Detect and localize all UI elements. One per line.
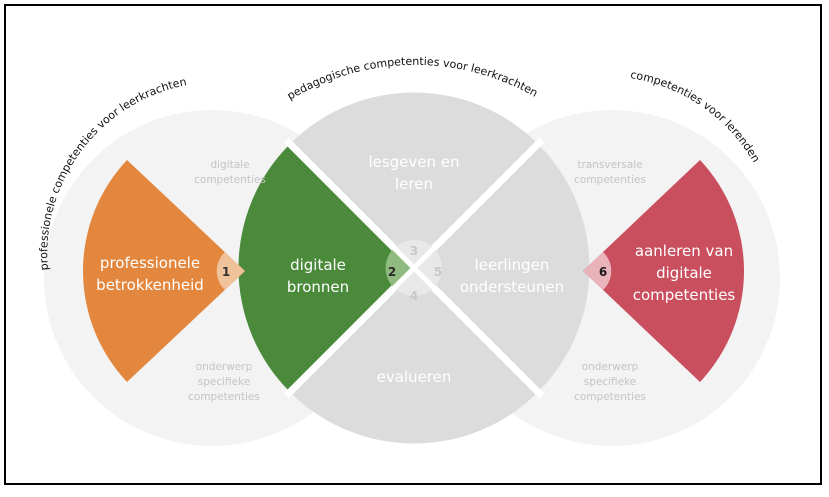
area-6-label-line1: aanleren van <box>635 242 733 260</box>
left-bottom-label-2: specifieke <box>198 376 251 388</box>
area-1-label-line2: betrokkenheid <box>96 276 204 294</box>
area-1-number: 1 <box>222 265 230 279</box>
separator-line <box>390 244 438 292</box>
area-4-number: 4 <box>410 289 418 303</box>
area-3-label-line1: lesgeven en <box>368 153 459 171</box>
area-5-number: 5 <box>434 265 442 279</box>
area-6-sector[interactable] <box>583 160 745 382</box>
area-5-label-line1: leerlingen <box>475 256 550 274</box>
right-bottom-label-2: specifieke <box>584 376 637 388</box>
area-6-number: 6 <box>599 265 607 279</box>
left-top-label-1: digitale <box>210 159 249 171</box>
area-3-sector[interactable] <box>290 92 538 268</box>
area-4-sector[interactable] <box>290 268 538 444</box>
area-1-hub <box>216 252 245 290</box>
area-1-label-line1: professionele <box>100 254 200 272</box>
area-1-sector[interactable] <box>82 160 245 382</box>
area-2-hub <box>385 248 414 288</box>
right-top-label-1: transversale <box>577 159 642 171</box>
left-bottom-label-3: competenties <box>188 391 260 403</box>
area-2-sector[interactable] <box>238 144 414 392</box>
area-3-number: 3 <box>410 244 418 258</box>
area-5-label-line2: ondersteunen <box>460 278 564 296</box>
area-6-label-line3: competenties <box>633 286 736 304</box>
area-6-label-line2: digitale <box>656 264 712 282</box>
area-2-number: 2 <box>388 265 396 279</box>
area-4-label-line1: evalueren <box>377 368 452 386</box>
right-bottom-label-3: competenties <box>574 391 646 403</box>
left-bottom-label-1: onderwerp <box>196 361 253 373</box>
right-bottom-label-1: onderwerp <box>582 361 639 373</box>
left-top-label-2: competenties <box>194 174 266 186</box>
area-6-hub <box>583 252 612 290</box>
right-top-label-2: competenties <box>574 174 646 186</box>
area-2-label-line2: bronnen <box>287 278 349 296</box>
area-5-sector[interactable] <box>414 144 590 392</box>
area-2-label-line1: digitale <box>290 256 346 274</box>
area-3-label-line2: leren <box>395 175 433 193</box>
center-circle <box>238 92 590 444</box>
